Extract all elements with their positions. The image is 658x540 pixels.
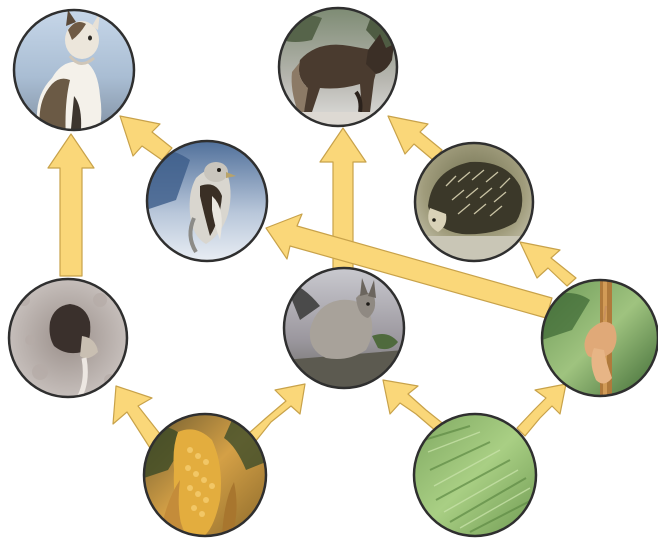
hedgehog-photo (414, 142, 534, 262)
arrow-bird-to-cat (120, 116, 172, 160)
arrow-corn-to-rabbit (248, 384, 305, 442)
snail-photo (542, 280, 658, 396)
fox-photo (276, 6, 402, 132)
mole-photo (8, 278, 128, 398)
arrow-grass-to-snail (517, 384, 566, 436)
rabbit-photo (284, 268, 404, 388)
cat-photo (10, 6, 140, 140)
corn-photo (144, 414, 266, 536)
bird-photo (146, 140, 268, 262)
grass-photo (414, 414, 536, 536)
arrow-mole-to-cat (48, 134, 94, 276)
arrow-snail-to-hedgehog (520, 242, 576, 286)
arrow-hedgehog-to-fox (388, 116, 442, 160)
arrow-grass-to-rabbit (383, 380, 446, 432)
